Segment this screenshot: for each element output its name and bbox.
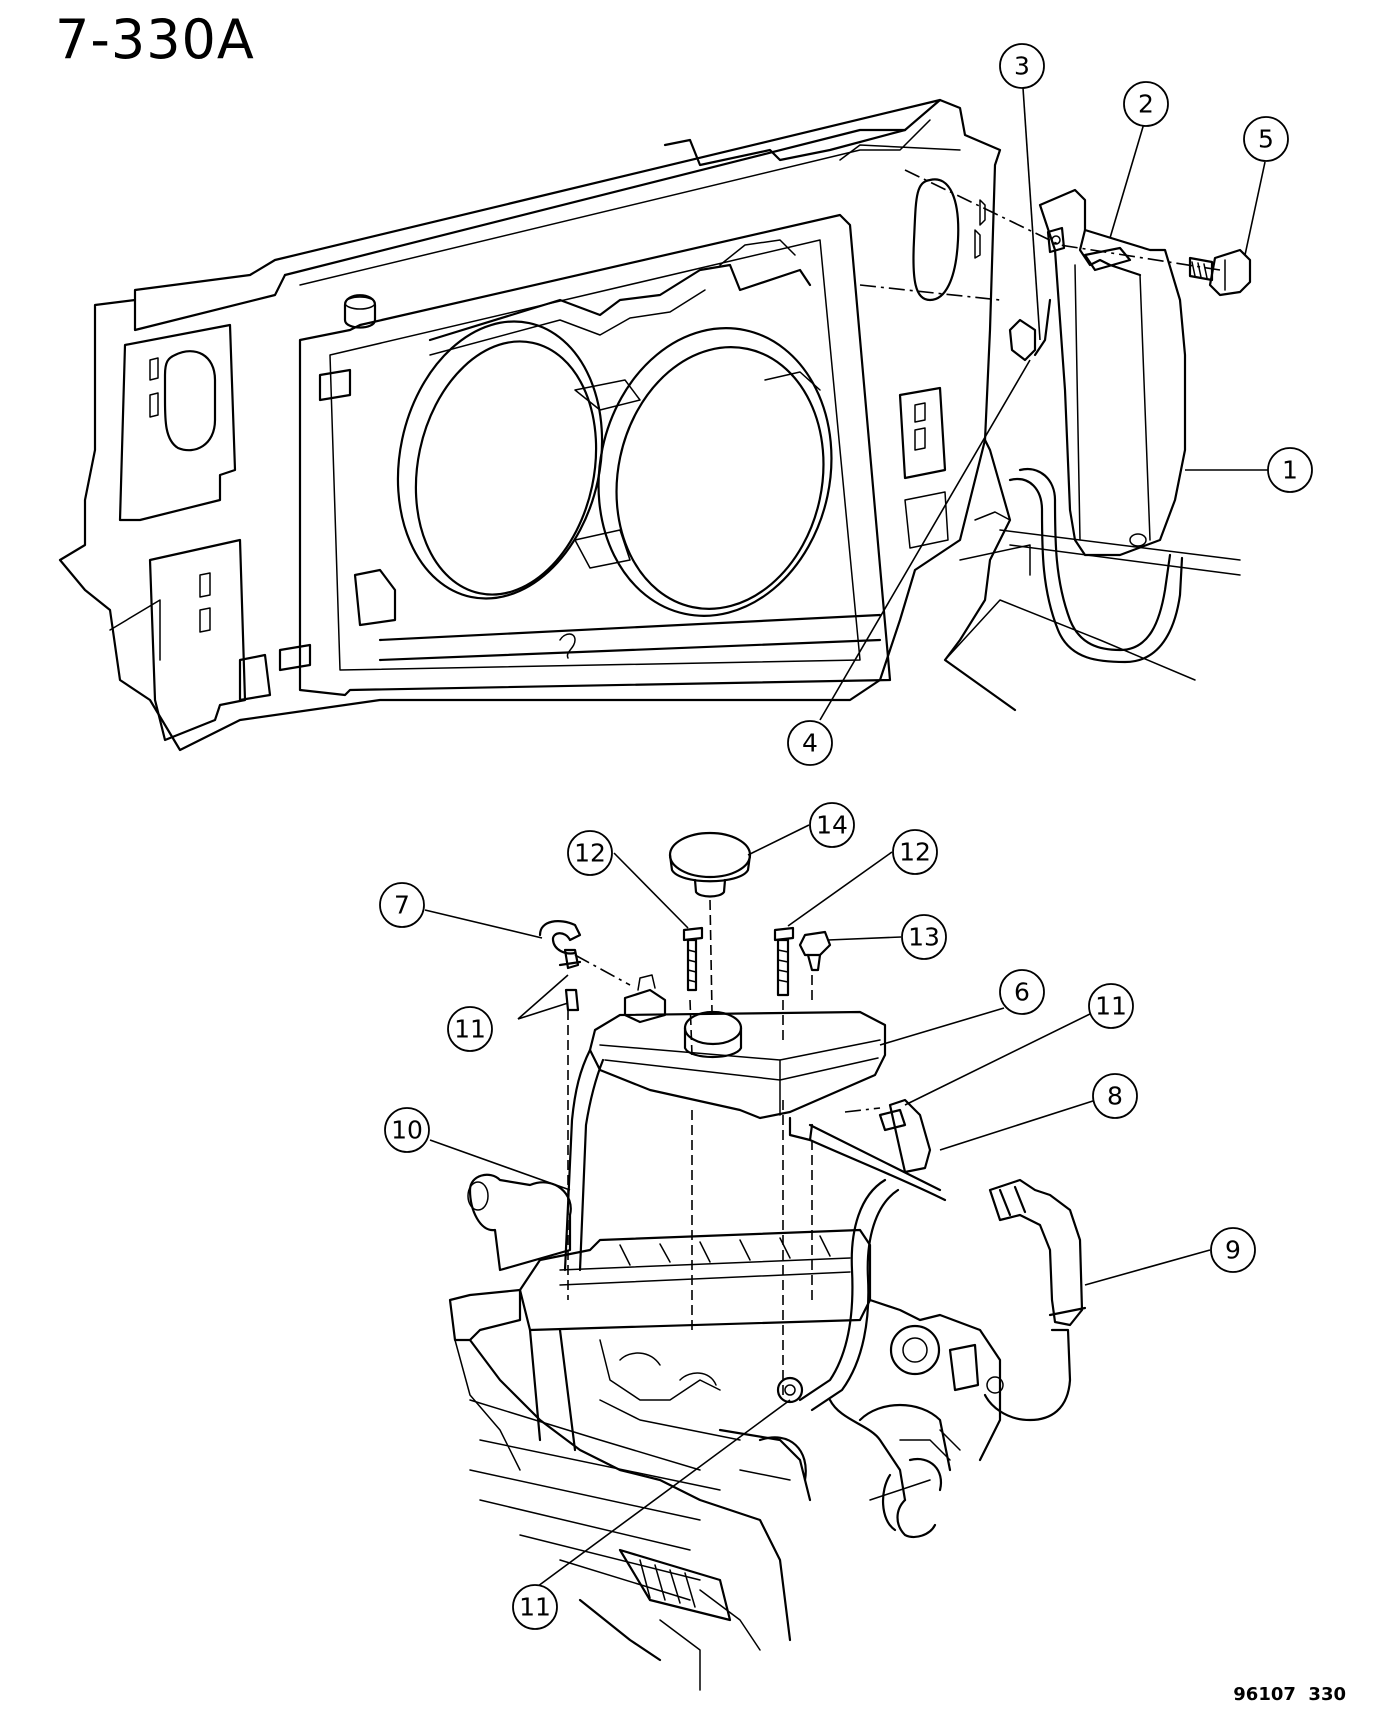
mounting-bolt: [1188, 248, 1252, 297]
coolant-reserve-bottle: [1038, 188, 1187, 557]
callout-11-clamp: 11: [447, 1006, 493, 1052]
screw-left: [682, 926, 704, 992]
svg-text:12: 12: [574, 839, 606, 868]
callout-13: 13: [901, 914, 947, 960]
screw-right: [773, 926, 795, 997]
svg-text:14: 14: [816, 811, 848, 840]
callout-11-engine: 11: [512, 1584, 558, 1630]
radiator-support-illustration: [58, 98, 1002, 752]
svg-text:9: 9: [1225, 1236, 1241, 1265]
vent-hose-fitting: [564, 988, 580, 1012]
svg-text:6: 6: [1014, 978, 1030, 1007]
vent-hose: [563, 1048, 592, 1272]
callout-9: 9: [1210, 1227, 1256, 1273]
svg-text:13: 13: [908, 923, 940, 952]
callout-1: 1: [1267, 447, 1313, 493]
alignment-line-hose: [859, 284, 1001, 301]
svg-text:7: 7: [394, 891, 410, 920]
svg-text:12: 12: [899, 838, 931, 867]
supply-hose: [878, 1098, 932, 1174]
svg-text:10: 10: [391, 1116, 423, 1145]
overflow-hose: [1008, 298, 1184, 664]
svg-text:11: 11: [1095, 992, 1127, 1021]
callout-6: 6: [999, 969, 1045, 1015]
mounting-nut: [798, 930, 832, 972]
callout-10: 10: [384, 1107, 430, 1153]
callout-14: 14: [809, 802, 855, 848]
svg-text:5: 5: [1258, 125, 1274, 154]
drawing-code: 96107 330: [1233, 1684, 1346, 1705]
callout-7: 7: [379, 882, 425, 928]
figure-id: 7-330A: [55, 8, 255, 71]
callout-4: 4: [787, 720, 833, 766]
callout-2: 2: [1123, 81, 1169, 127]
callout-12-left: 12: [567, 830, 613, 876]
callout-12-right: 12: [892, 829, 938, 875]
return-hose: [983, 1178, 1087, 1422]
callout-11-hose: 11: [1088, 983, 1134, 1029]
callout-8: 8: [1092, 1073, 1138, 1119]
svg-text:11: 11: [519, 1593, 551, 1622]
svg-text:11: 11: [454, 1015, 486, 1044]
svg-text:1: 1: [1282, 456, 1298, 485]
assembly-lines: [567, 899, 881, 1400]
alignment-line-top: [904, 169, 1221, 271]
hose-clamp: [538, 920, 582, 970]
svg-text:8: 8: [1107, 1082, 1123, 1111]
fender-structure: [943, 438, 1241, 712]
callout-5: 5: [1243, 116, 1289, 162]
svg-text:2: 2: [1138, 90, 1154, 119]
pressure-cap: [668, 831, 752, 898]
leader-lines: [424, 87, 1268, 1593]
engine-illustration: [588, 974, 887, 1142]
svg-text:3: 3: [1014, 52, 1030, 81]
callout-3: 3: [999, 43, 1045, 89]
engine-block: [448, 1173, 1004, 1691]
svg-text:4: 4: [802, 729, 818, 758]
